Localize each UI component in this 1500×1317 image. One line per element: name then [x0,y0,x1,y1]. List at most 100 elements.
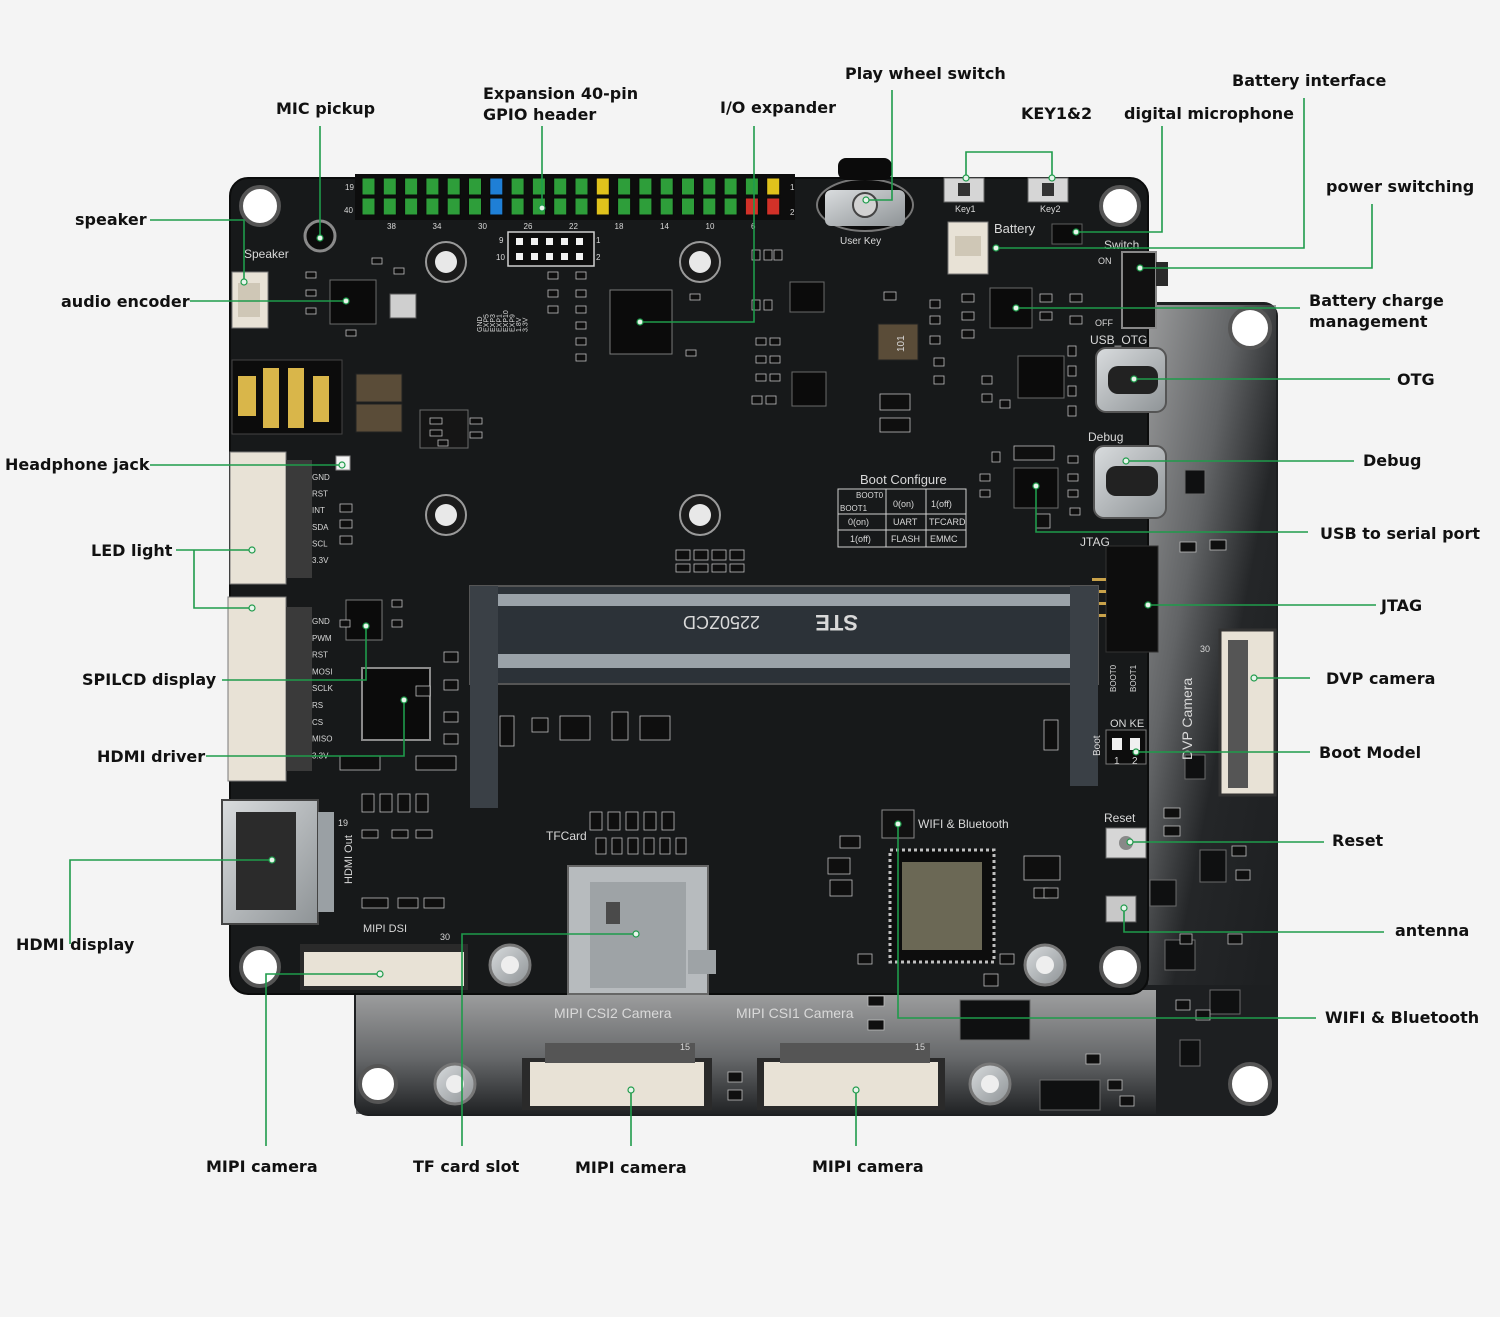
gpio-pin [617,177,632,196]
smd-component [883,291,897,301]
label-hdmi-display: HDMI display [16,935,135,954]
smd-component [1067,473,1079,482]
silk-bt-r2c2: EMMC [930,534,958,544]
spi-pin-label: SCLK [312,684,334,693]
silk-debug: Debug [1088,430,1123,444]
smd-component [659,837,671,855]
smd-component [575,353,587,362]
power-switch[interactable] [1121,251,1168,329]
smd-component [443,651,459,663]
reset-button[interactable] [1105,827,1147,859]
silk-hdr-1: 1 [596,236,601,245]
lcd-pin-label: 3.3V [312,556,329,565]
gpio-pin [553,177,568,196]
smd-component [751,249,761,261]
smd-component [675,549,691,561]
smd-component [981,375,993,385]
label-spilcd-display: SPILCD display [82,670,217,689]
label-antenna: antenna [1395,921,1470,940]
smd-component [1067,365,1077,377]
gpio-pin-number: 30 [478,222,487,231]
headphone-jack [231,359,343,435]
label-mipi-camera-3: MIPI camera [812,1157,924,1176]
smd-component [531,717,549,733]
smd-component [755,337,767,346]
boot-dip-switch[interactable] [1105,729,1147,765]
smd-component [1067,385,1077,397]
silk-bt-r1c0: 0(on) [848,517,869,527]
smd-component [547,305,559,314]
gpio-pin [382,197,397,216]
exp-label: 3.3V [523,317,530,332]
key1-button[interactable] [943,177,985,203]
silk-reset: Reset [1104,811,1136,825]
header-pin [561,253,568,260]
smd-component [499,715,515,747]
smd-component [415,829,433,839]
smd-component [929,315,941,325]
smd-component [361,829,379,839]
label-led-light: LED light [91,541,173,560]
smd-component [361,793,375,813]
gpio-pin [489,197,504,216]
smd-component [829,879,853,897]
gpio-pin [659,177,674,196]
silk-hdmi-out: HDMI Out [343,835,355,884]
spi-pin-label: RS [312,701,323,710]
silk-boot: Boot [1092,735,1103,756]
silk-bt-h2: 1(off) [931,499,952,509]
gpio-pin-number: 38 [387,222,396,231]
label-reset: Reset [1332,831,1384,850]
smd-component [547,271,559,280]
exp-label: EXP10 [503,310,510,332]
smd-component [1107,1079,1123,1091]
gpio-pin-number: 14 [660,222,669,231]
smd-component [1175,999,1191,1011]
gpio-pin [425,177,440,196]
gpio-40pin-header [355,174,795,220]
smd-component [961,311,975,321]
smd-component [729,549,745,561]
header-pin [531,238,538,245]
silk-hdr-10: 10 [496,253,505,262]
smd-component [429,417,443,425]
gpio-pin [702,177,717,196]
exp-label: EXP5 [484,314,491,332]
smd-component [763,299,773,311]
silk-battery: Battery [994,221,1036,236]
spi-pin-label: PWM [312,634,332,643]
smd-component [1035,513,1051,529]
smd-component [1209,539,1227,551]
leader-dots [240,174,1258,1094]
smd-component [685,349,697,357]
silk-wifi-bt: WIFI & Bluetooth [918,817,1009,831]
smd-component [979,489,991,498]
smd-component [867,1019,885,1031]
spi-pin-label: RST [312,651,328,660]
hdmi-port [221,799,334,925]
smd-component [361,897,389,909]
smd-component [689,293,701,301]
smd-component [391,829,409,839]
mipi-csi1-connector [764,1062,938,1106]
label-tf-card-slot: TF card slot [413,1157,520,1176]
smd-component [415,685,431,697]
smd-component [827,857,851,875]
silk-boot1: BOOT1 [1129,664,1138,692]
gpio-pin [425,197,440,216]
label-debug: Debug [1363,451,1422,470]
gpio-pin [553,197,568,216]
audio-encoder-chip [329,279,377,325]
smd-component [1179,541,1197,553]
smd-component [769,373,781,382]
gpio-pin [468,197,482,216]
gpio-pin-number: 34 [433,222,442,231]
smd-component [443,679,459,691]
exp-label: 1.8V [516,317,523,332]
smd-component [983,973,999,987]
play-wheel-switch[interactable] [816,158,914,232]
label-mipi-camera-2: MIPI camera [575,1158,687,1177]
key2-button[interactable] [1027,177,1069,203]
smd-component [961,329,975,339]
silk-gpio-19: 19 [345,183,354,192]
